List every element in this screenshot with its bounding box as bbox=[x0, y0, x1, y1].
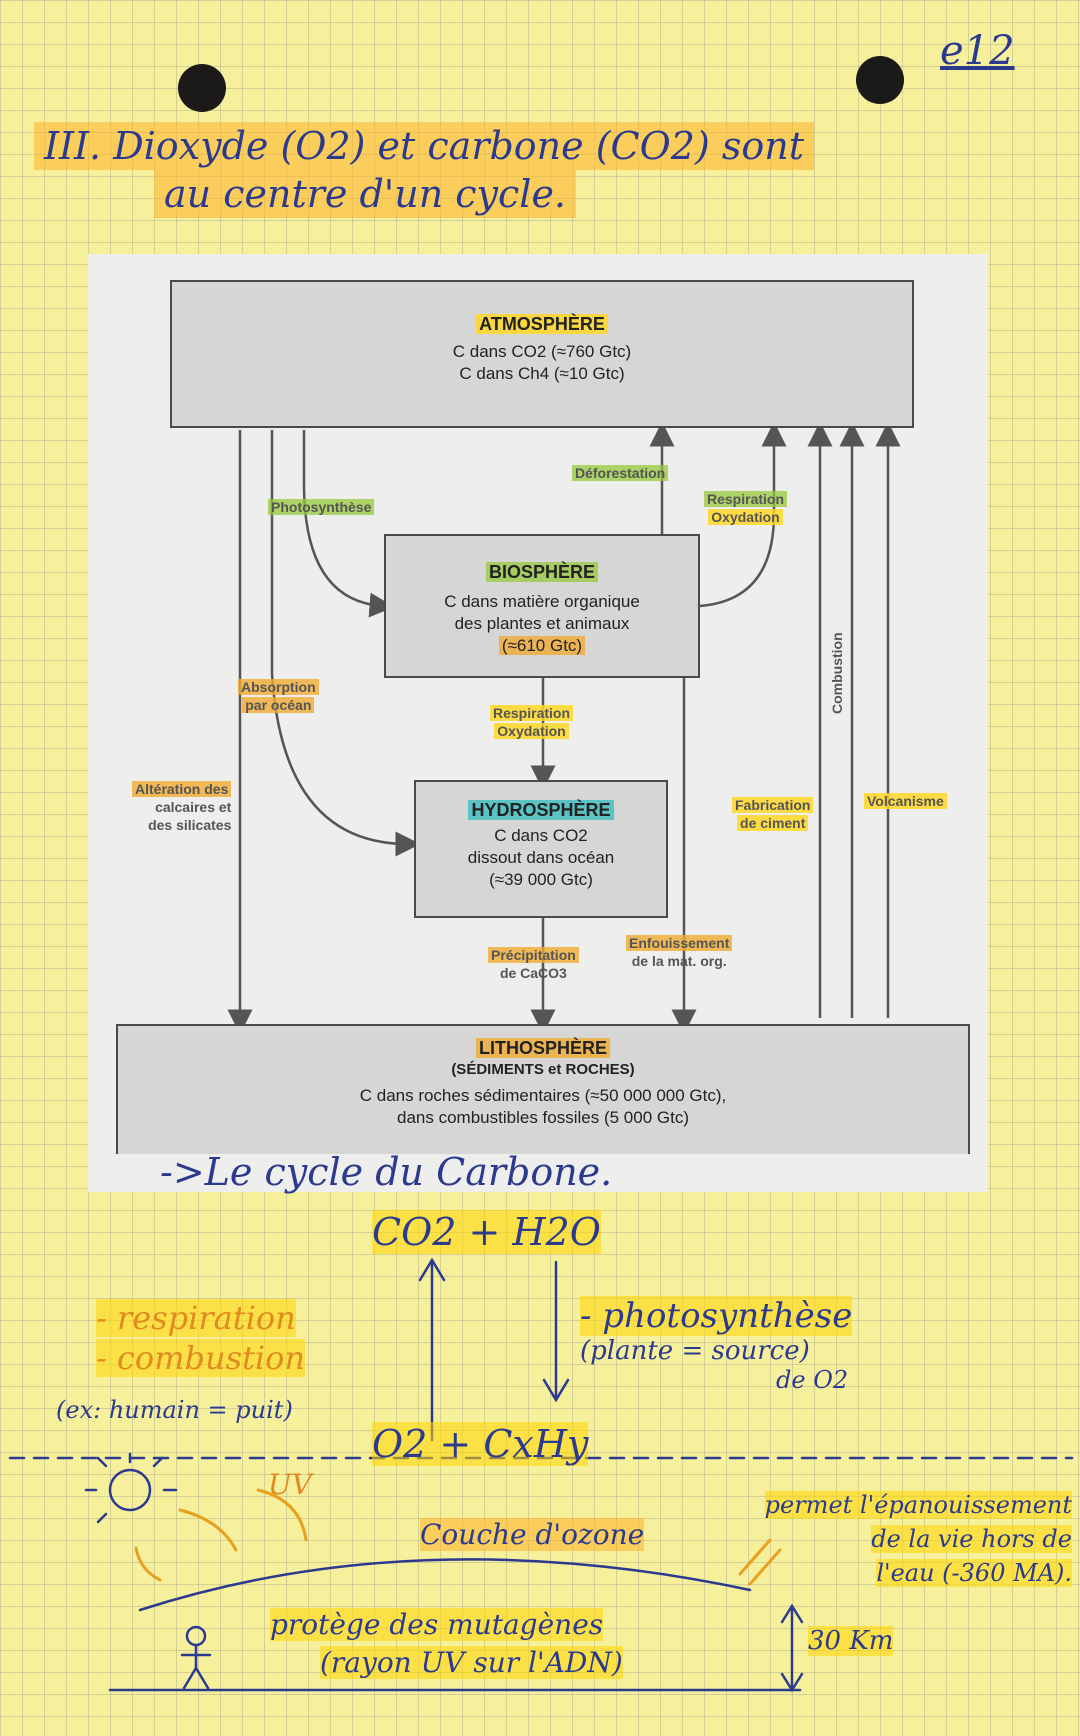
lithosphere-title: LITHOSPHÈRE bbox=[475, 1038, 610, 1058]
diagram-caption: ->Le cycle du Carbone. bbox=[160, 1150, 613, 1194]
note-permet-group: permet l'épanouissement de la vie hors d… bbox=[764, 1491, 1072, 1587]
label-fabrication: Fabrication de ciment bbox=[732, 796, 814, 832]
biosphere-amount: (≈610 Gtc) bbox=[498, 636, 586, 655]
biosphere-line-1: C dans matière organique bbox=[444, 592, 640, 611]
formula-o2-cxhy: O2 + CxHy bbox=[372, 1422, 589, 1466]
label-deforestation: Déforestation bbox=[572, 464, 669, 482]
note-couche-ozone: Couche d'ozone bbox=[420, 1518, 645, 1551]
biosphere-title: BIOSPHÈRE bbox=[485, 562, 599, 582]
label-photosynthese: Photosynthèse bbox=[268, 498, 375, 516]
note-plante-source: (plante = source) bbox=[580, 1336, 810, 1366]
formula-co2-h2o: CO2 + H2O bbox=[372, 1210, 601, 1254]
hydrosphere-amount: (≈39 000 Gtc) bbox=[489, 870, 593, 889]
page-number: e12 bbox=[940, 28, 1015, 74]
section-heading: III. Dioxyde (O2) et carbone (CO2) sont … bbox=[34, 122, 814, 218]
biosphere-box: BIOSPHÈRE C dans matière organique des p… bbox=[384, 534, 700, 678]
note-photosynthese: - photosynthèse bbox=[580, 1296, 853, 1336]
note-combustion: - combustion bbox=[96, 1339, 305, 1377]
label-alteration: Altération des calcaires et des silicate… bbox=[132, 780, 232, 834]
note-uv: UV bbox=[268, 1468, 312, 1501]
binder-hole-left bbox=[178, 64, 226, 112]
label-combustion: Combustion bbox=[829, 632, 845, 714]
note-respiration: - respiration bbox=[96, 1299, 296, 1337]
carbon-cycle-diagram: ATMOSPHÈRE C dans CO2 (≈760 Gtc) C dans … bbox=[88, 254, 988, 1192]
label-respiration-top: Respiration Oxydation bbox=[704, 490, 788, 526]
heading-line-2: au centre d'un cycle. bbox=[154, 170, 577, 218]
atmosphere-ch4: C dans Ch4 (≈10 Gtc) bbox=[459, 364, 625, 383]
hydrosphere-line-2: dissout dans océan bbox=[467, 848, 615, 867]
label-precipitation: Précipitation de CaCO3 bbox=[488, 946, 579, 982]
label-volcanisme: Volcanisme bbox=[864, 792, 947, 810]
biosphere-line-2: des plantes et animaux bbox=[454, 614, 630, 633]
heading-line-1: III. Dioxyde (O2) et carbone (CO2) sont bbox=[34, 122, 814, 170]
atmosphere-box: ATMOSPHÈRE C dans CO2 (≈760 Gtc) C dans … bbox=[170, 280, 914, 428]
note-respiration-group: - respiration - combustion bbox=[96, 1298, 305, 1378]
note-protege-group: protège des mutagènes (rayon UV sur l'AD… bbox=[270, 1608, 623, 1679]
lithosphere-line-1: C dans roches sédimentaires (≈50 000 000… bbox=[359, 1086, 727, 1105]
note-de-o2: de O2 bbox=[776, 1366, 849, 1394]
hydrosphere-title: HYDROSPHÈRE bbox=[468, 800, 614, 820]
hydrosphere-box: HYDROSPHÈRE C dans CO2 dissout dans océa… bbox=[414, 780, 668, 918]
binder-hole-right bbox=[856, 56, 904, 104]
label-absorption: Absorption par océan bbox=[238, 678, 319, 714]
note-distance: 30 Km bbox=[808, 1626, 894, 1656]
note-photosynthese-group: - photosynthèse (plante = source) de O2 bbox=[580, 1296, 853, 1394]
atmosphere-title: ATMOSPHÈRE bbox=[476, 314, 608, 334]
lithosphere-box: LITHOSPHÈRE (SÉDIMENTS et ROCHES) C dans… bbox=[116, 1024, 970, 1154]
label-respiration-mid: Respiration Oxydation bbox=[490, 704, 574, 740]
note-ex-humain: (ex: humain = puit) bbox=[56, 1396, 293, 1424]
hydrosphere-line-1: C dans CO2 bbox=[494, 826, 588, 845]
atmosphere-co2: C dans CO2 (≈760 Gtc) bbox=[452, 342, 632, 361]
lithosphere-subtitle: (SÉDIMENTS et ROCHES) bbox=[451, 1061, 635, 1078]
label-enfouissement: Enfouissement de la mat. org. bbox=[626, 934, 733, 970]
lithosphere-line-2: dans combustibles fossiles (5 000 Gtc) bbox=[397, 1108, 689, 1127]
